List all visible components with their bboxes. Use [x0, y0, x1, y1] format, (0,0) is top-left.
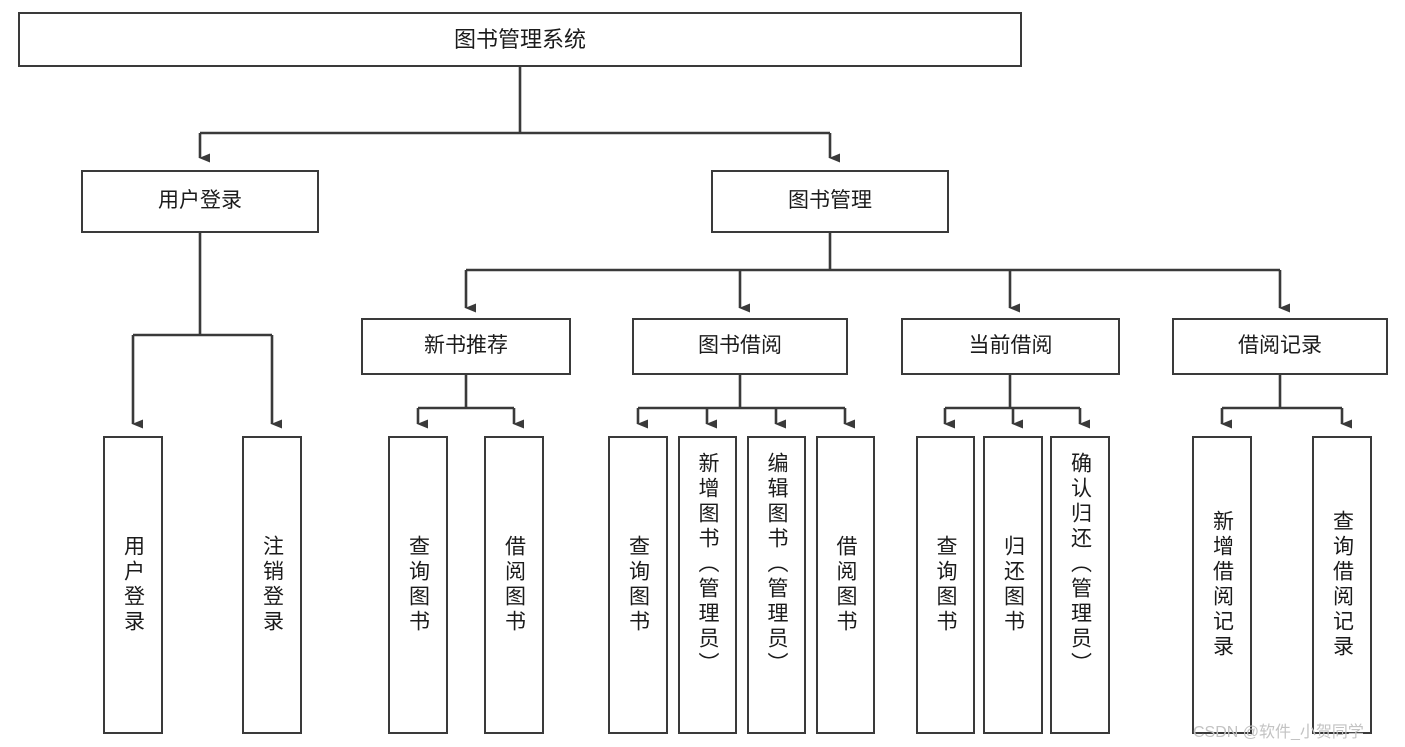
node-label: 用户登录 [158, 189, 242, 213]
leaf-query-book-recommend[interactable]: 查询图书 [388, 436, 448, 734]
node-label: 借阅图书 [502, 535, 526, 635]
node-label: 查询图书 [406, 535, 430, 635]
node-label: 图书管理 [788, 189, 872, 213]
leaf-add-book-admin[interactable]: 新增图书（管理员） [678, 436, 737, 734]
node-current-borrow[interactable]: 当前借阅 [901, 318, 1120, 375]
node-label: 借阅记录 [1238, 334, 1322, 358]
leaf-edit-book-admin[interactable]: 编辑图书（管理员） [747, 436, 806, 734]
leaf-user-login[interactable]: 用户登录 [103, 436, 163, 734]
leaf-logout[interactable]: 注销登录 [242, 436, 302, 734]
node-label: 编辑图书（管理员） [765, 452, 788, 677]
node-user-login[interactable]: 用户登录 [81, 170, 319, 233]
leaf-return-book[interactable]: 归还图书 [983, 436, 1043, 734]
node-label: 图书管理系统 [453, 26, 586, 52]
node-label: 新增借阅记录 [1210, 510, 1234, 660]
leaf-add-borrow-record[interactable]: 新增借阅记录 [1192, 436, 1252, 734]
leaf-confirm-return-admin[interactable]: 确认归还（管理员） [1050, 436, 1110, 734]
node-label: 新书推荐 [424, 334, 508, 358]
leaf-query-book-borrow[interactable]: 查询图书 [608, 436, 668, 734]
node-label: 借阅图书 [834, 535, 857, 635]
node-label: 查询图书 [934, 535, 957, 635]
leaf-borrow-book-recommend[interactable]: 借阅图书 [484, 436, 544, 734]
node-label: 查询借阅记录 [1330, 510, 1354, 660]
node-label: 图书借阅 [698, 334, 782, 358]
node-label: 确认归还（管理员） [1068, 452, 1092, 677]
node-label: 归还图书 [1001, 535, 1025, 635]
csdn-watermark: CSDN @软件_小贺同学 [1193, 724, 1364, 741]
node-book-borrow[interactable]: 图书借阅 [632, 318, 848, 375]
leaf-query-borrow-record[interactable]: 查询借阅记录 [1312, 436, 1372, 734]
leaf-query-book-current[interactable]: 查询图书 [916, 436, 975, 734]
node-new-book-recommend[interactable]: 新书推荐 [361, 318, 571, 375]
node-label: 用户登录 [121, 535, 145, 635]
node-label: 当前借阅 [968, 334, 1053, 358]
node-label: 注销登录 [260, 535, 284, 635]
node-label: 新增图书（管理员） [696, 452, 719, 677]
leaf-borrow-book[interactable]: 借阅图书 [816, 436, 875, 734]
node-label: 查询图书 [626, 535, 650, 635]
node-root-system[interactable]: 图书管理系统 [18, 12, 1022, 67]
node-book-management[interactable]: 图书管理 [711, 170, 949, 233]
node-borrow-records[interactable]: 借阅记录 [1172, 318, 1388, 375]
